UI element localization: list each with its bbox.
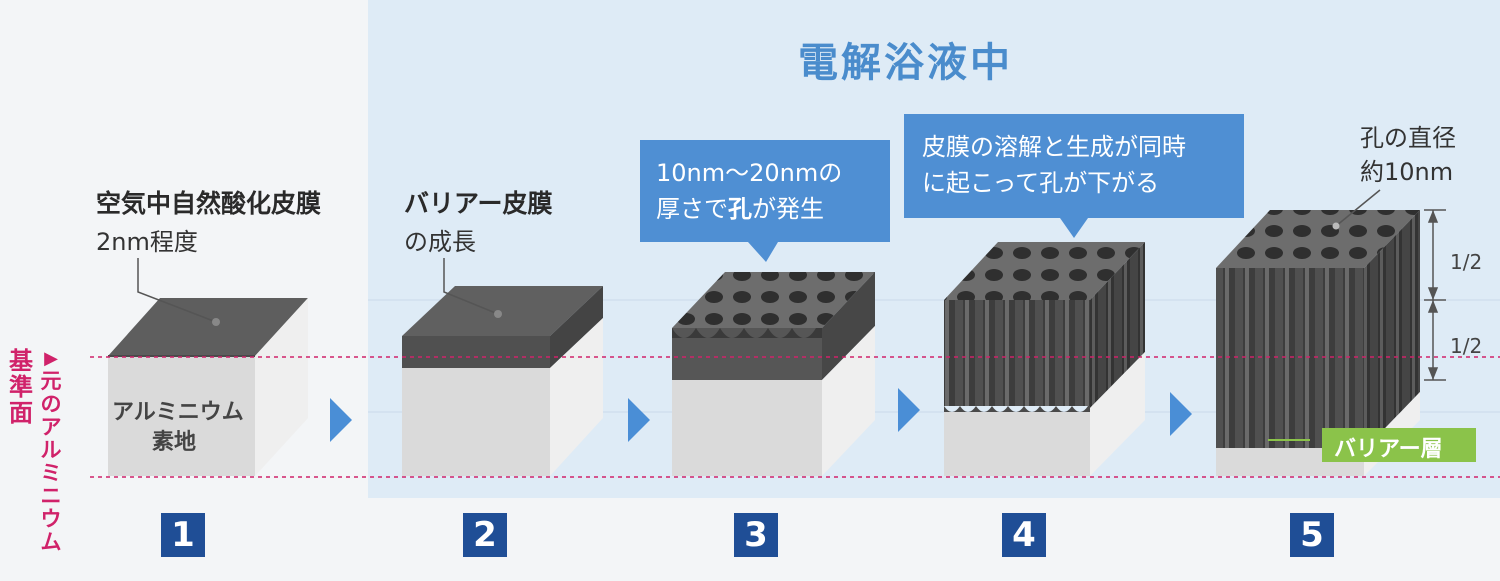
stage-1-caption: 空気中自然酸化皮膜 <box>96 184 321 220</box>
block-1-label-line2: 素地 <box>152 424 196 456</box>
block-3 <box>672 272 875 476</box>
barrier-layer-label: バリアー層 <box>1334 431 1443 463</box>
block-4 <box>944 242 1145 476</box>
pore-diameter-line2: 約10nm <box>1360 152 1453 187</box>
step-5-badge: 5 <box>1290 513 1334 557</box>
step-3-badge: 3 <box>734 513 778 557</box>
step-4-badge: 4 <box>1002 513 1046 557</box>
block-1 <box>108 298 308 476</box>
reference-surface-label: 基準面 <box>8 348 34 426</box>
step-2-badge: 2 <box>463 513 507 557</box>
page-title: 電解浴液中 <box>798 30 1013 88</box>
bubble-3-line1: 10nm～20nmの <box>656 156 842 190</box>
bubble-4-line2: に起こって孔が下がる <box>922 166 1159 200</box>
step-1-badge: 1 <box>161 513 205 557</box>
stage-2-caption: バリアー皮膜 <box>404 184 553 220</box>
original-aluminum-label: 元のアルミニウム <box>38 370 64 554</box>
bubble-4-line1: 皮膜の溶解と生成が同時 <box>922 130 1186 164</box>
bubble-3-line2: 厚さで孔が発生 <box>656 192 824 226</box>
half-top-label: 1/2 <box>1450 250 1482 274</box>
arrow-1-2 <box>330 398 352 442</box>
pore-diameter-line1: 孔の直径 <box>1360 118 1456 153</box>
half-bottom-label: 1/2 <box>1450 334 1482 358</box>
stage-1-subcaption: 2nm程度 <box>96 222 198 257</box>
stage-2-subcaption: の成長 <box>404 222 476 257</box>
block-1-label-line1: アルミニウム <box>112 394 244 426</box>
block-2 <box>402 286 603 476</box>
